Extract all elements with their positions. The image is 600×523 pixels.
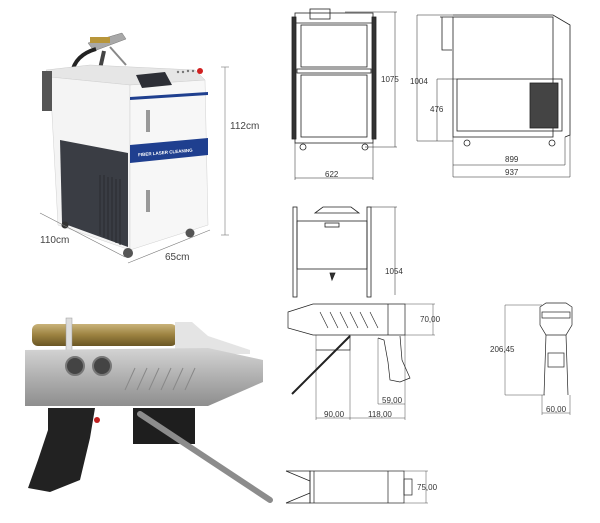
depth-dimension-label: 110cm xyxy=(40,235,70,246)
gun-top-outline xyxy=(285,470,428,504)
laser-gun-illustration xyxy=(25,317,273,503)
gun-end-width-label: 60,00 xyxy=(546,405,567,414)
gun-top-height-label: 75,00 xyxy=(417,483,438,492)
front-view-outline xyxy=(291,8,397,180)
gun-side-drawing: 70,00 59,00 90,00 118,00 xyxy=(280,290,460,430)
top-view-outline xyxy=(292,206,397,298)
side-lower-height-label: 476 xyxy=(430,105,444,114)
side-height-label: 1004 xyxy=(410,77,428,86)
gun-end-outline xyxy=(504,302,573,415)
top-view-drawing: 1054 xyxy=(285,195,405,298)
gun-left-span-label: 90,00 xyxy=(324,410,345,419)
side-outer-width-label: 937 xyxy=(505,168,519,177)
gun-top-drawing: 75,00 xyxy=(280,455,460,523)
gun-right-span-label: 118,00 xyxy=(368,410,392,419)
laser-cleaner-machine-illustration xyxy=(39,32,229,264)
gun-end-drawing: 206,45 60,00 xyxy=(490,295,600,425)
machine-photo: FIBER LASER CLEANING 112cm 110cm 65cm xyxy=(30,25,280,275)
front-width-label: 622 xyxy=(325,170,339,179)
front-height-label: 1075 xyxy=(381,75,399,84)
gun-end-height-label: 206,45 xyxy=(490,345,515,354)
top-height-label: 1054 xyxy=(385,267,403,276)
front-view-drawing: 1075 622 xyxy=(285,5,405,185)
height-dimension-label: 112cm xyxy=(230,121,260,132)
side-view-drawing: 1004 476 899 937 xyxy=(400,5,600,185)
gun-grip-offset-label: 59,00 xyxy=(382,396,403,405)
width-dimension-label: 65cm xyxy=(165,252,190,263)
side-view-outline xyxy=(416,14,571,178)
gun-height-label: 70,00 xyxy=(420,315,441,324)
gun-side-outline xyxy=(287,303,435,420)
gun-photo xyxy=(20,310,273,510)
side-inner-width-label: 899 xyxy=(505,155,519,164)
